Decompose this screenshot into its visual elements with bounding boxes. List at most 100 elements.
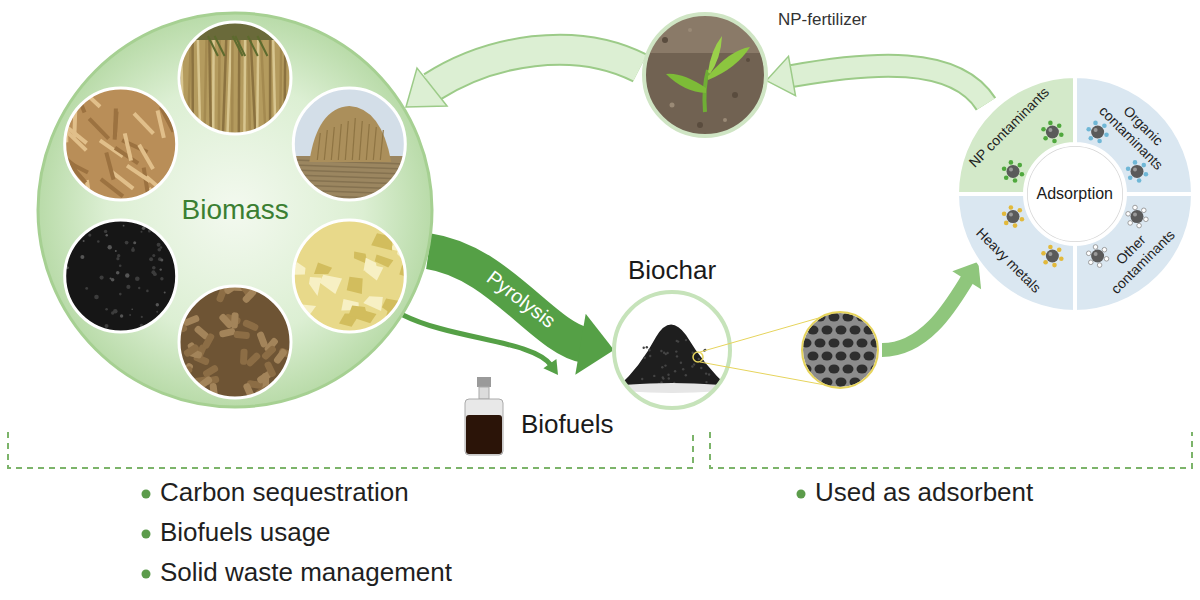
bullet bbox=[142, 530, 151, 539]
circle-shape bbox=[1128, 221, 1133, 226]
circle-shape bbox=[667, 374, 669, 376]
circle-shape bbox=[662, 37, 668, 43]
adsorption-ring: AdsorptionNP contaminantsOrganic contami… bbox=[955, 74, 1195, 314]
circle-shape bbox=[126, 285, 130, 289]
g-shape bbox=[172, 280, 296, 402]
line-shape bbox=[181, 32, 183, 134]
circle-shape bbox=[1093, 245, 1098, 250]
circle-shape bbox=[614, 292, 730, 408]
circle-shape bbox=[97, 240, 100, 243]
ellipse-shape bbox=[864, 352, 875, 361]
circle-shape bbox=[693, 352, 703, 362]
circle-shape bbox=[80, 324, 83, 327]
g-shape bbox=[179, 22, 297, 134]
circle-shape bbox=[1048, 121, 1053, 126]
circle-shape bbox=[1128, 175, 1133, 180]
circle-shape bbox=[688, 28, 692, 32]
circle-shape bbox=[160, 246, 163, 249]
rect-shape bbox=[219, 327, 236, 337]
edge-label: Pyrolysis bbox=[483, 266, 561, 333]
circle-shape bbox=[1052, 263, 1057, 268]
path-shape bbox=[708, 36, 722, 74]
ellipse-shape bbox=[878, 378, 889, 387]
rect-shape bbox=[104, 152, 115, 180]
circle-shape bbox=[156, 311, 158, 313]
circle-shape bbox=[1102, 247, 1107, 252]
polygon-shape bbox=[363, 296, 383, 311]
rect-shape bbox=[156, 110, 166, 138]
circle-shape bbox=[1009, 160, 1014, 165]
ellipse-shape bbox=[829, 365, 840, 374]
line-shape bbox=[191, 32, 194, 134]
rect-shape bbox=[170, 90, 184, 118]
circle-shape bbox=[1133, 213, 1137, 217]
label-anchor: Biofuels usage bbox=[160, 518, 331, 548]
line-shape bbox=[243, 32, 246, 134]
line-shape bbox=[208, 36, 218, 56]
ellipse-shape bbox=[815, 339, 826, 348]
circle-shape bbox=[160, 268, 162, 270]
rect-shape bbox=[201, 332, 215, 349]
rect-shape bbox=[88, 117, 110, 140]
circle-shape bbox=[115, 250, 117, 252]
circle-shape bbox=[1043, 136, 1048, 141]
circle-shape bbox=[131, 248, 135, 252]
circle-shape bbox=[665, 353, 667, 355]
ellipse-shape bbox=[857, 365, 868, 374]
ellipse-shape bbox=[843, 365, 854, 374]
return-arrow-outline bbox=[432, 50, 640, 87]
circle-shape bbox=[700, 367, 702, 369]
circle-shape bbox=[160, 277, 163, 280]
circle-shape bbox=[156, 303, 159, 306]
circle-shape bbox=[1144, 172, 1149, 177]
circle-shape bbox=[174, 230, 177, 233]
arrow-label: NP-fertilizer bbox=[778, 10, 867, 30]
line-shape bbox=[269, 32, 272, 134]
circle-shape bbox=[1007, 210, 1020, 223]
circle-shape bbox=[104, 230, 107, 233]
ellipse-shape bbox=[808, 352, 819, 361]
circle-shape bbox=[105, 308, 108, 311]
rect-shape bbox=[123, 133, 133, 161]
circle-shape bbox=[146, 290, 149, 293]
ellipse-shape bbox=[871, 313, 882, 322]
line-shape bbox=[293, 190, 405, 194]
circle-shape bbox=[705, 372, 707, 374]
circle-shape bbox=[1002, 166, 1007, 171]
circle-shape bbox=[1093, 121, 1098, 126]
polygon-shape bbox=[309, 277, 321, 296]
circle-shape bbox=[1059, 132, 1064, 137]
circle-shape bbox=[1126, 166, 1131, 171]
rect-shape bbox=[803, 313, 877, 387]
circle-shape bbox=[697, 122, 703, 128]
polygon-shape bbox=[347, 277, 363, 294]
bullet bbox=[797, 490, 806, 499]
node-title: Biomass bbox=[182, 194, 289, 226]
circle-shape bbox=[1133, 205, 1138, 210]
circle-shape bbox=[1007, 165, 1020, 178]
circle-shape bbox=[83, 240, 85, 242]
circle-shape bbox=[1020, 172, 1025, 177]
circle-shape bbox=[670, 103, 675, 108]
circle-shape bbox=[157, 243, 161, 247]
seedling-frame bbox=[644, 14, 766, 136]
circle-shape bbox=[615, 293, 729, 407]
line-shape bbox=[373, 127, 376, 160]
ellipse-shape bbox=[801, 313, 812, 322]
line-shape bbox=[331, 127, 334, 160]
rect-shape bbox=[58, 172, 80, 195]
circle-shape bbox=[1089, 136, 1094, 141]
circle-shape bbox=[152, 254, 155, 257]
label-anchor: Carbon sequestration bbox=[160, 478, 409, 508]
line-shape bbox=[293, 165, 405, 169]
node-title: Biofuels bbox=[521, 410, 614, 440]
circle-shape bbox=[691, 365, 693, 367]
ring-segment: Heavy metals bbox=[955, 194, 1075, 314]
circle-shape bbox=[1091, 126, 1104, 139]
circle-shape bbox=[746, 58, 750, 62]
line-shape bbox=[293, 195, 405, 199]
fertilizer-arrow-head bbox=[766, 56, 795, 95]
rect-shape bbox=[257, 283, 273, 290]
node-title: Adsorption bbox=[1037, 185, 1114, 203]
